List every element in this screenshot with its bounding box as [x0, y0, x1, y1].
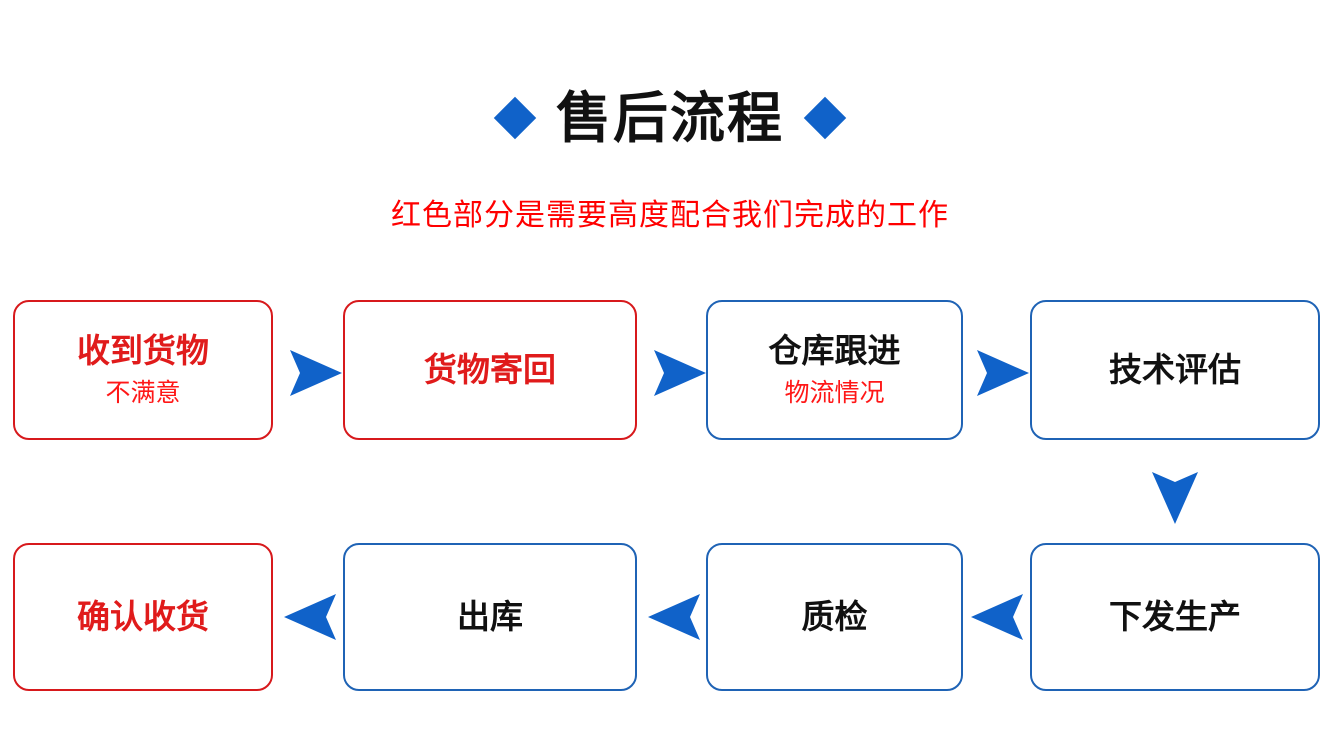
flow-node-title: 收到货物 [77, 331, 209, 369]
flow-node-receive-goods[interactable]: 收到货物 不满意 [13, 300, 273, 440]
diamond-icon-right [803, 96, 847, 140]
flow-node-title: 确认收货 [77, 597, 209, 635]
page-title: 售后流程 [0, 80, 1340, 156]
flow-node-title: 质检 [801, 597, 868, 635]
arrow-left-2 [644, 586, 706, 648]
flow-node-quality-check[interactable]: 质检 [706, 543, 963, 691]
page-title-text: 售后流程 [555, 86, 784, 149]
flow-node-title: 技术评估 [1109, 350, 1241, 388]
flow-node-warehouse-followup[interactable]: 仓库跟进 物流情况 [706, 300, 963, 440]
flow-node-send-back[interactable]: 货物寄回 [343, 300, 637, 440]
arrow-right-3 [971, 342, 1033, 404]
flow-node-outbound[interactable]: 出库 [343, 543, 637, 691]
page-subtitle: 红色部分是需要高度配合我们完成的工作 [391, 199, 949, 232]
flow-node-subtitle: 物流情况 [784, 379, 885, 408]
flow-node-technical-evaluation[interactable]: 技术评估 [1030, 300, 1320, 440]
flow-node-title: 出库 [457, 597, 523, 635]
arrow-right-2 [648, 342, 710, 404]
flow-node-release-production[interactable]: 下发生产 [1030, 543, 1320, 691]
arrow-down-1 [1144, 466, 1206, 528]
arrow-left-1 [967, 586, 1029, 648]
flow-node-confirm-receipt[interactable]: 确认收货 [13, 543, 273, 691]
diamond-icon-left [493, 96, 537, 140]
arrow-right-1 [284, 342, 346, 404]
arrow-left-3 [280, 586, 342, 648]
flow-node-title: 下发生产 [1109, 597, 1241, 635]
flow-node-subtitle: 不满意 [105, 379, 181, 408]
flow-node-title: 仓库跟进 [768, 331, 901, 369]
flow-node-title: 货物寄回 [424, 350, 556, 388]
